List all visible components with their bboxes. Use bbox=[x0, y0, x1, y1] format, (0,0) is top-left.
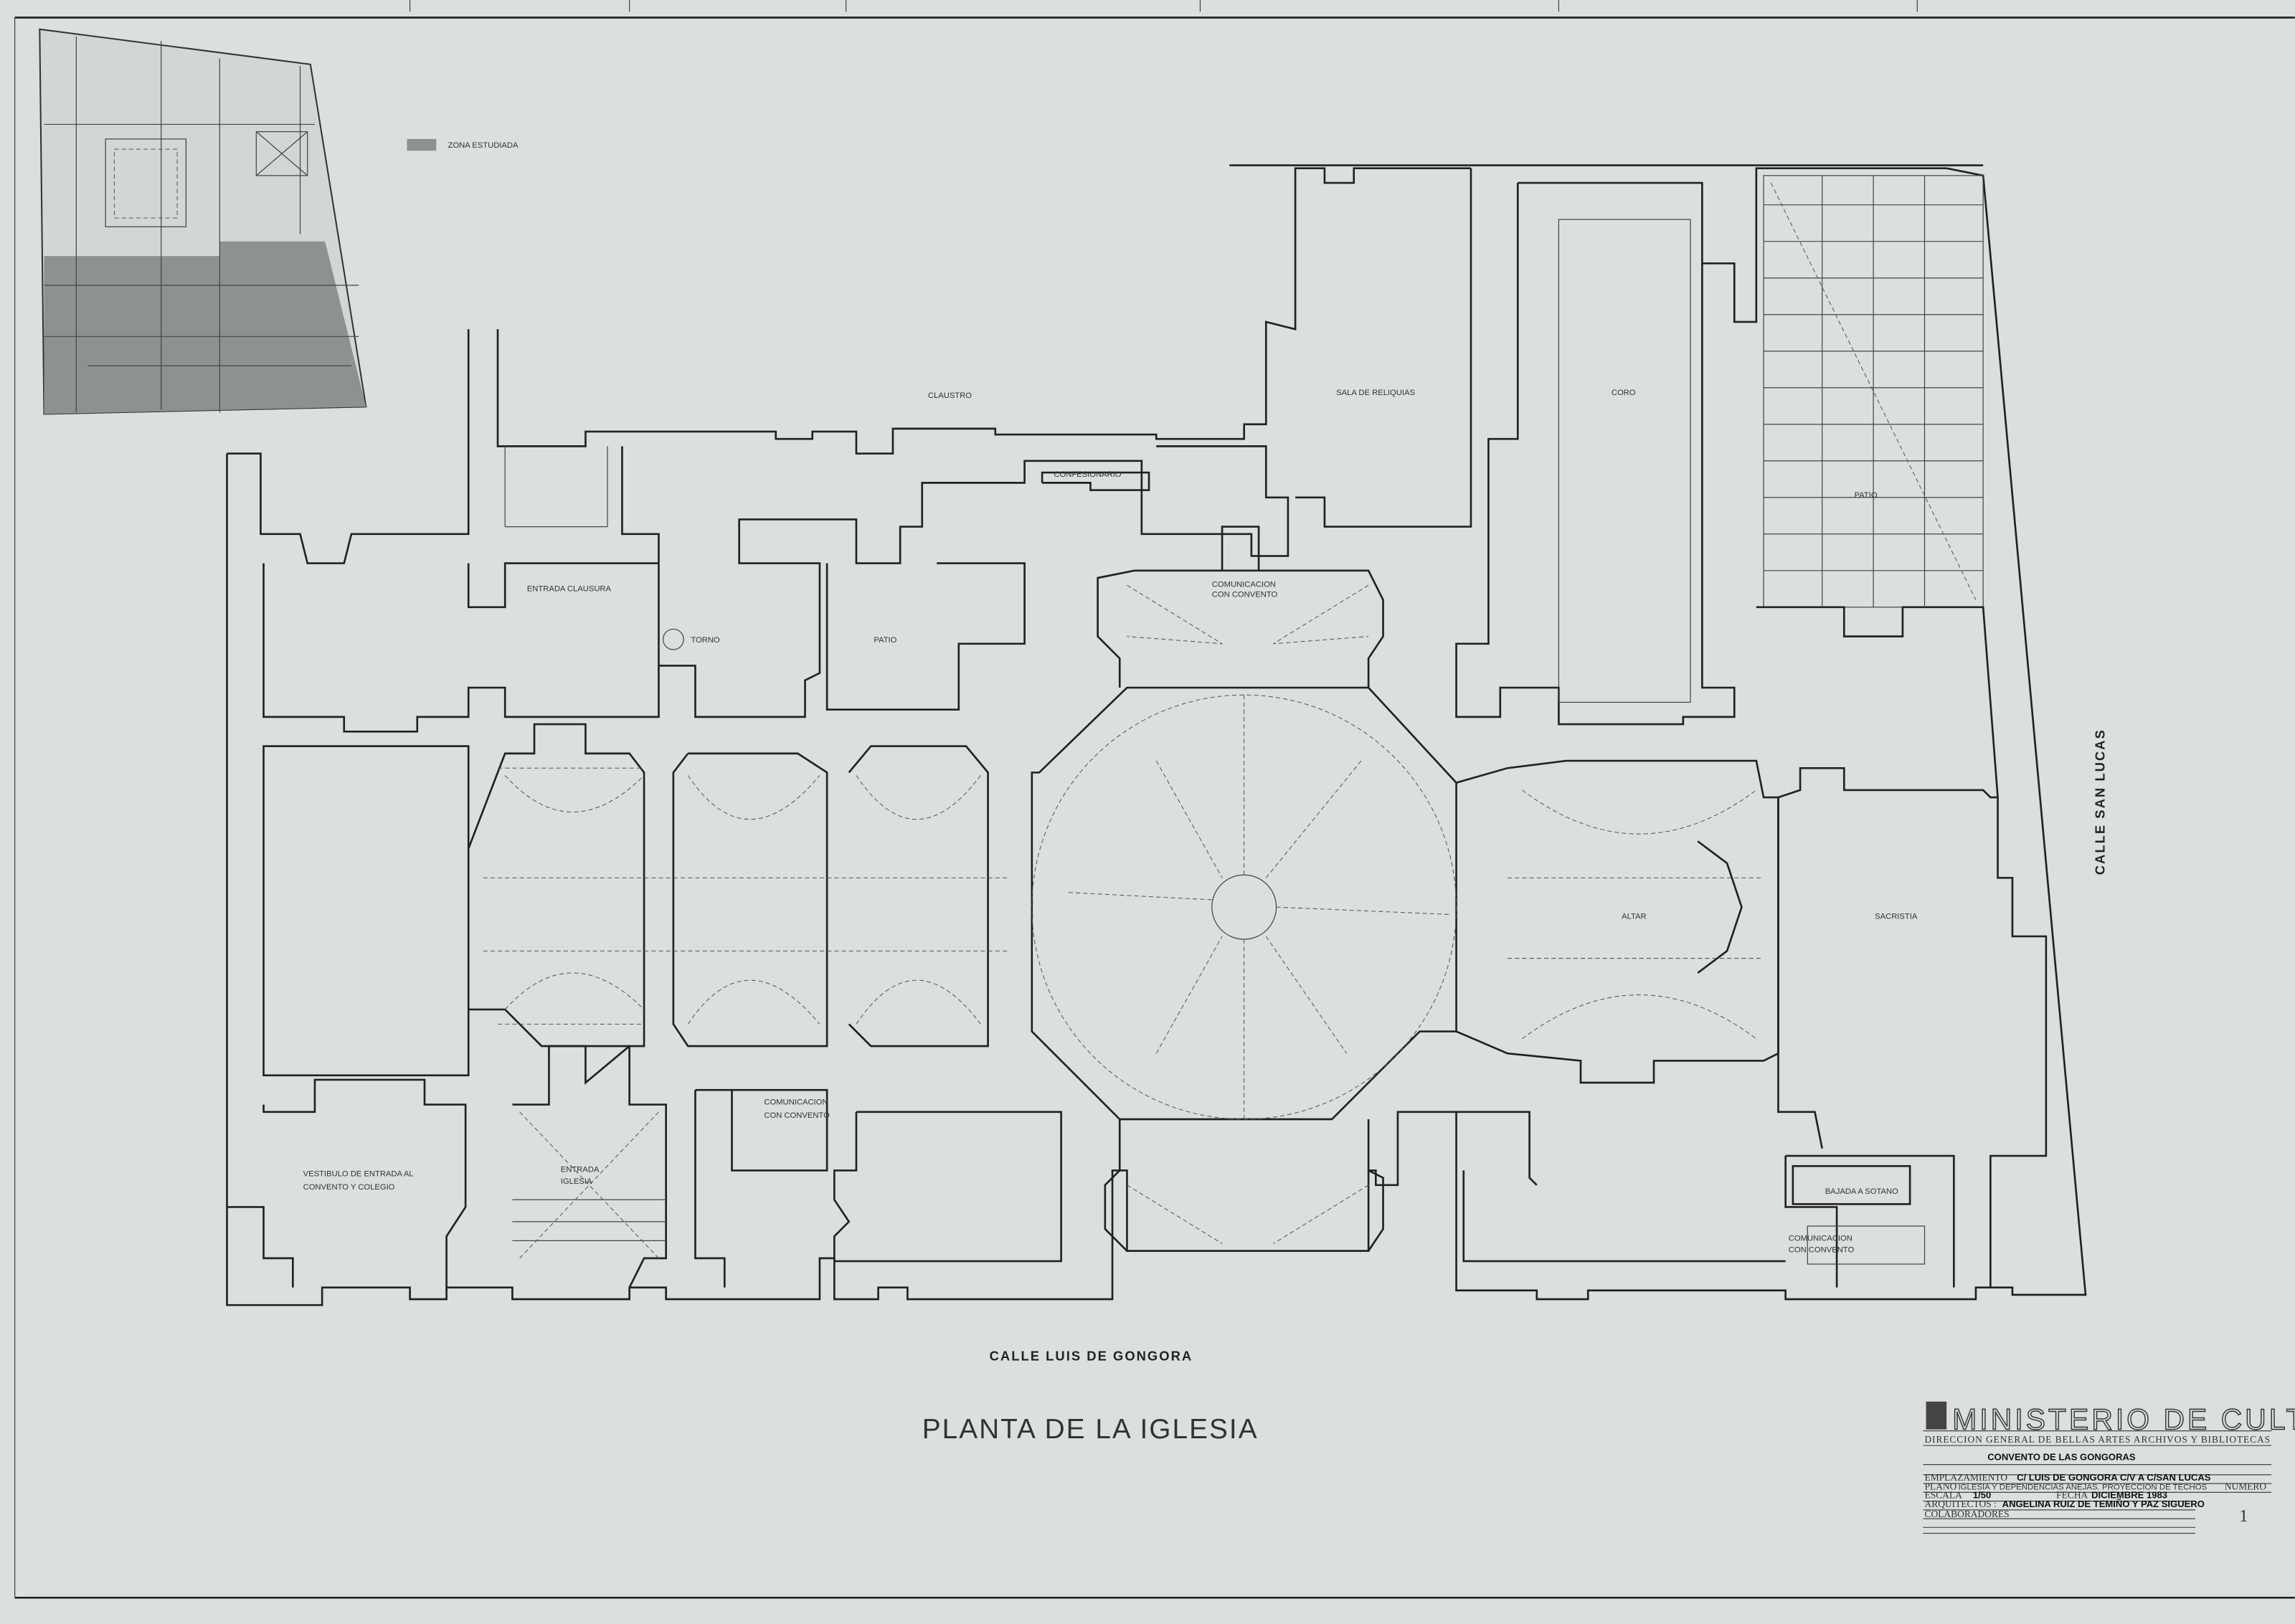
number-label: NUMERO bbox=[2225, 1481, 2267, 1491]
label-comunicacion-1b: CON CONVENTO bbox=[1212, 591, 1278, 599]
title-block: MINISTERIO DE CULTURA DIRECCION GENERAL … bbox=[1923, 1401, 2295, 1534]
label-comunicacion-3b: CON CONVENTO bbox=[1789, 1246, 1855, 1255]
label-comunicacion-3a: COMUNICACION bbox=[1789, 1234, 1852, 1243]
label-sala-reliquias: SALA DE RELIQUIAS bbox=[1336, 389, 1415, 397]
label-entrada-clausura: ENTRADA CLAUSURA bbox=[527, 584, 612, 593]
location-label: EMPLAZAMIENTO bbox=[1925, 1472, 2008, 1483]
key-plan: ZONA ESTUDIADA bbox=[39, 28, 519, 415]
street-label-south: CALLE LUIS DE GONGORA bbox=[990, 1349, 1193, 1364]
collaborators-label: COLABORADORES bbox=[1925, 1509, 2010, 1519]
label-altar: ALTAR bbox=[1622, 912, 1646, 921]
ceiling-projection-lines bbox=[483, 175, 1984, 1259]
sheet-frame bbox=[14, 0, 2295, 1599]
label-bajada-sotano: BAJADA A SOTANO bbox=[1825, 1187, 1898, 1196]
legend-swatch bbox=[407, 138, 437, 151]
label-vestibulo-b: CONVENTO Y COLEGIO bbox=[303, 1183, 395, 1192]
label-coro: CORO bbox=[1612, 389, 1636, 397]
label-entrada-iglesia-a: ENTRADA bbox=[561, 1165, 600, 1174]
direction-text: DIRECCION GENERAL DE BELLAS ARTES ARCHIV… bbox=[1925, 1434, 2271, 1445]
label-patio-small: PATIO bbox=[874, 636, 896, 645]
architects-label: ARQUITECTOS : bbox=[1925, 1499, 1997, 1509]
label-claustro: CLAUSTRO bbox=[928, 391, 972, 400]
street-label-east: CALLE SAN LUCAS bbox=[2093, 728, 2108, 875]
architects-value: ANGELINA RUIZ DE TEMIÑO Y PAZ SIGUERO bbox=[2002, 1499, 2205, 1509]
label-comunicacion-1a: COMUNICACION bbox=[1212, 580, 1276, 589]
project-name: CONVENTO DE LAS GONGORAS bbox=[1987, 1451, 2136, 1462]
date-value: DICIEMBRE 1983 bbox=[2091, 1490, 2167, 1501]
label-confesionario: CONFESIONARIO bbox=[1054, 470, 1121, 479]
scale-value: 1/50 bbox=[1973, 1490, 1991, 1501]
plan-value: IGLESIA Y DEPENDENCIAS ANEJAS. PROYECCIO… bbox=[1958, 1483, 2207, 1491]
label-comunicacion-2b: CON CONVENTO bbox=[764, 1111, 830, 1120]
label-sacristia: SACRISTIA bbox=[1875, 912, 1918, 921]
location-value: C/ LUIS DE GONGORA C/V A C/SAN LUCAS bbox=[2017, 1472, 2211, 1483]
drawing-title: PLANTA DE LA IGLESIA bbox=[922, 1414, 1259, 1445]
coat-of-arms-icon bbox=[1926, 1401, 1947, 1430]
building-walls bbox=[226, 164, 2087, 1306]
label-patio-east: PATIO bbox=[1855, 491, 1878, 500]
torno-icon bbox=[662, 628, 684, 650]
label-entrada-iglesia-b: IGLESIA bbox=[561, 1177, 592, 1186]
number-value: 1 bbox=[2239, 1506, 2248, 1526]
plan-label: PLANO bbox=[1925, 1481, 1957, 1491]
label-vestibulo-a: VESTIBULO DE ENTRADA AL bbox=[303, 1170, 414, 1179]
date-label: FECHA bbox=[2056, 1490, 2088, 1501]
scale-label: ESCALA bbox=[1925, 1490, 1963, 1501]
room-labels: CLAUSTRO SALA DE RELIQUIAS CORO PATIO CO… bbox=[303, 389, 1918, 1255]
legend-label: ZONA ESTUDIADA bbox=[448, 141, 519, 150]
label-comunicacion-2a: COMUNICACION bbox=[764, 1098, 828, 1107]
label-torno: TORNO bbox=[691, 636, 720, 645]
